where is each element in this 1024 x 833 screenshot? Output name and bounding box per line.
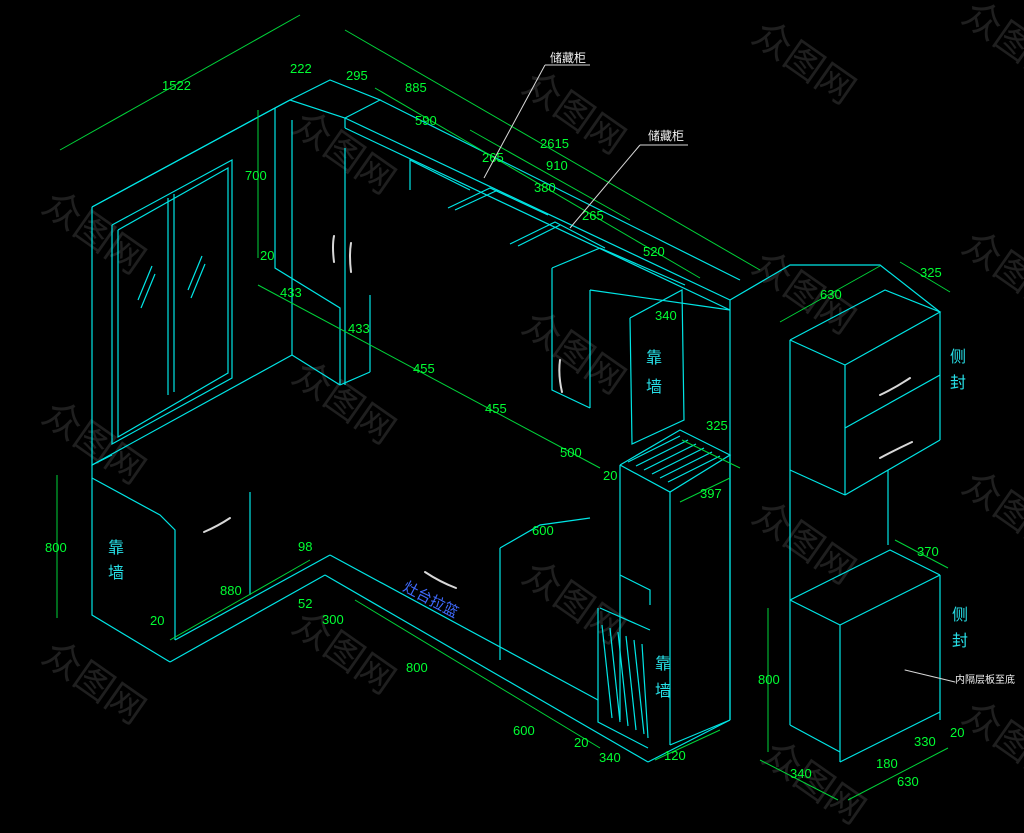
watermark-text: 众图网 — [955, 461, 1024, 562]
dim-300: 300 — [322, 612, 344, 627]
dim-222: 222 — [290, 61, 312, 76]
wall-panel — [629, 289, 685, 445]
dim-590: 590 — [415, 113, 437, 128]
dim-295: 295 — [346, 68, 368, 83]
dim-600-a: 600 — [532, 523, 554, 538]
label-side-panel-1b: 封 — [950, 373, 966, 392]
label-storage-cabinet-2: 储藏柜 — [648, 128, 684, 143]
label-wall-bottom-2: 墙 — [655, 681, 671, 700]
dim-120: 120 — [664, 748, 686, 763]
dim-325-b: 325 — [920, 265, 942, 280]
dimension-lines — [56, 14, 951, 801]
dim-600-b: 600 — [513, 723, 535, 738]
upper-cabinets — [274, 79, 741, 409]
watermark-text: 众图网 — [285, 351, 404, 452]
dim-265-b: 265 — [582, 208, 604, 223]
dim-500: 500 — [560, 445, 582, 460]
watermark-text: 众图网 — [955, 0, 1024, 93]
dim-800-a: 800 — [45, 540, 67, 555]
dim-340-b: 340 — [599, 750, 621, 765]
dim-265-a: 265 — [482, 150, 504, 165]
dimension-texts: 1522 222 295 885 590 265 2615 910 380 26… — [45, 61, 964, 789]
tall-cabinet-center — [597, 429, 732, 749]
upper-handles — [332, 235, 563, 393]
dim-520: 520 — [643, 244, 665, 259]
label-inner-shelf: 内隔层板至底 — [955, 673, 1015, 686]
dim-52: 52 — [298, 596, 312, 611]
dim-20-b: 20 — [603, 468, 617, 483]
cabinet-handle-icon — [332, 235, 335, 263]
watermark-text: 众图网 — [955, 691, 1024, 792]
dim-180: 180 — [876, 756, 898, 771]
dim-325-a: 325 — [706, 418, 728, 433]
dim-910: 910 — [546, 158, 568, 173]
watermark-text: 众图网 — [755, 731, 874, 832]
dim-370: 370 — [917, 544, 939, 559]
watermark-text: 众图网 — [35, 631, 154, 732]
watermark-text: 众图网 — [745, 241, 864, 342]
base-handles — [203, 517, 457, 589]
label-wall-bottom-1: 靠 — [655, 654, 671, 673]
dim-340-c: 340 — [790, 766, 812, 781]
drawer-handle-icon — [879, 441, 913, 459]
watermark-text: 众图网 — [745, 11, 864, 112]
dim-455-a: 455 — [413, 361, 435, 376]
watermark-text: 众图网 — [515, 551, 634, 652]
left-wall-unit — [91, 99, 293, 466]
watermark-text: 众图网 — [285, 601, 404, 702]
dim-20-e: 20 — [950, 725, 964, 740]
dim-630-a: 630 — [820, 287, 842, 302]
label-side-panel-2b: 封 — [952, 631, 968, 650]
dim-800-c: 800 — [758, 672, 780, 687]
dim-433-b: 433 — [348, 321, 370, 336]
base-cabinets — [91, 465, 731, 763]
watermark-text: 众图网 — [35, 181, 154, 282]
label-side-panel-1a: 侧 — [950, 347, 966, 366]
cabinet-handle-icon — [558, 359, 563, 393]
watermark-text: 众图网 — [285, 101, 404, 202]
hatch-top — [627, 435, 721, 483]
watermark-text: 众图网 — [955, 221, 1024, 322]
dim-330: 330 — [914, 734, 936, 749]
right-unit — [729, 264, 956, 763]
label-wall-mid-2: 墙 — [646, 377, 662, 396]
drawer-handle-icon — [424, 571, 457, 589]
drawer-handle-icon — [203, 517, 231, 533]
dim-630-b: 630 — [897, 774, 919, 789]
dim-800-b: 800 — [406, 660, 428, 675]
watermark-text: 众图网 — [515, 301, 634, 402]
dim-1522: 1522 — [162, 78, 191, 93]
label-wall-left-2: 墙 — [108, 563, 124, 582]
watermark-layer: 众图网 众图网 众图网 众图网 众图网 众图网 众图网 众图网 众图网 众图网 … — [35, 0, 1024, 833]
dim-397: 397 — [700, 486, 722, 501]
label-wall-left-1: 靠 — [108, 538, 124, 557]
label-side-panel-2a: 侧 — [952, 605, 968, 624]
dim-340-a: 340 — [655, 308, 677, 323]
dim-880: 880 — [220, 583, 242, 598]
dim-20-d: 20 — [574, 735, 588, 750]
drawer-handle-icon — [879, 377, 911, 396]
dim-455-b: 455 — [485, 401, 507, 416]
dim-20-c: 20 — [150, 613, 164, 628]
label-sink-cabinet: 灶台拉篮 — [400, 578, 461, 622]
dim-885: 885 — [405, 80, 427, 95]
dim-700: 700 — [245, 168, 267, 183]
dim-20-a: 20 — [260, 248, 274, 263]
watermark-text: 众图网 — [35, 391, 154, 492]
watermark-text: 众图网 — [745, 491, 864, 592]
label-storage-cabinet-1: 储藏柜 — [550, 50, 586, 65]
dim-380: 380 — [534, 180, 556, 195]
dim-433-a: 433 — [280, 285, 302, 300]
dim-2615: 2615 — [540, 136, 569, 151]
hatch-bottom — [601, 624, 649, 739]
cabinet-handle-icon — [349, 242, 352, 273]
label-wall-mid-1: 靠 — [646, 348, 662, 367]
dim-98: 98 — [298, 539, 312, 554]
watermark-text: 众图网 — [515, 61, 634, 162]
